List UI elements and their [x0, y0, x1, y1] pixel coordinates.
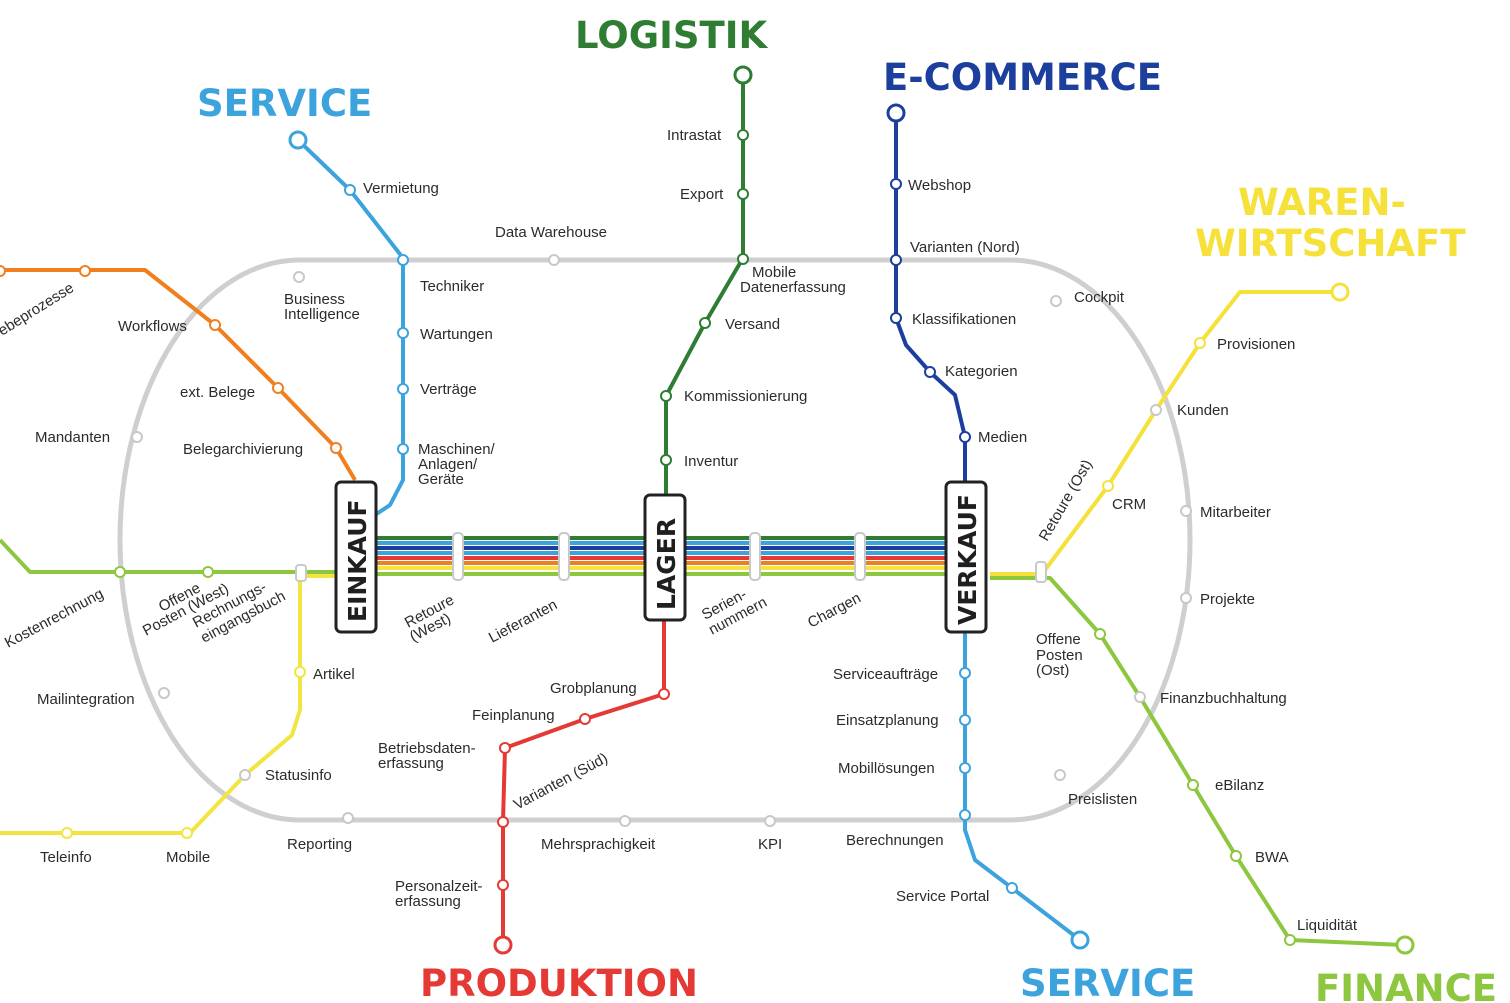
station-label: erfassung — [395, 893, 461, 910]
trunk-lines — [300, 536, 950, 578]
station-label: Anlagen/ — [418, 456, 478, 473]
ecommerce-line — [894, 113, 967, 485]
title-finance: FINANCE — [1315, 967, 1497, 1003]
station-label: Workflows — [118, 318, 187, 335]
station-label: ext. Belege — [180, 384, 255, 401]
station-label: eBilanz — [1215, 777, 1264, 794]
station-label: Inventur — [684, 453, 738, 470]
station-label: Intrastat — [667, 127, 722, 144]
station-label: Grobplanung — [550, 680, 637, 697]
station-label: Betriebsdaten- — [378, 740, 476, 757]
station-label: Vermietung — [363, 180, 439, 197]
terminus-service-bottom — [1070, 930, 1090, 950]
station-label: Statusinfo — [265, 767, 332, 784]
station-label: Mobillösungen — [838, 760, 935, 777]
termini — [288, 65, 1415, 955]
terminus-warenwirtschaft — [1330, 282, 1350, 302]
station-dots — [0, 129, 1296, 946]
title-service-top: SERVICE — [197, 82, 372, 125]
station-label: Wartungen — [420, 326, 493, 343]
finance-line-east — [990, 576, 1406, 947]
station-label: Klassifikationen — [912, 311, 1016, 328]
station-label: Liquidität — [1297, 917, 1358, 934]
station-label: BWA — [1255, 849, 1289, 866]
hub-lager: LAGER — [643, 493, 687, 622]
station-label: erfassung — [378, 755, 444, 772]
station-label: Serviceaufträge — [833, 666, 938, 683]
title-logistik: LOGISTIK — [575, 14, 769, 57]
ring-line — [117, 257, 1193, 823]
finance-line-west — [0, 538, 300, 574]
terminus-logistik — [733, 65, 753, 85]
title-warenwirtschaft-1: WAREN- — [1238, 181, 1406, 224]
station-label: Data Warehouse — [495, 224, 607, 241]
terminus-produktion — [493, 935, 513, 955]
station-label: Teleinfo — [40, 849, 92, 866]
station-label: Projekte — [1200, 591, 1255, 608]
station-label: Geräte — [418, 471, 464, 488]
station-label: Intelligence — [284, 306, 360, 323]
terminus-finance — [1395, 935, 1415, 955]
station-label: Mobile — [752, 264, 796, 281]
station-label: Provisionen — [1217, 336, 1295, 353]
station-label: Verträge — [420, 381, 477, 398]
station-label: Artikel — [313, 666, 355, 683]
station-label: ebeprozesse — [0, 279, 77, 339]
station-label: Medien — [978, 429, 1027, 446]
title-warenwirtschaft-2: WIRTSCHAFT — [1195, 222, 1466, 265]
station-label: Kategorien — [945, 363, 1018, 380]
station-label: Preislisten — [1068, 791, 1137, 808]
station-label: Einsatzplanung — [836, 712, 939, 729]
station-label: Finanzbuchhaltung — [1160, 690, 1287, 707]
station-label: Mobile — [166, 849, 210, 866]
station-label: Varianten (Nord) — [910, 239, 1020, 256]
station-label: Varianten (Süd) — [511, 750, 611, 814]
station-label: Kunden — [1177, 402, 1229, 419]
station-label: Lieferanten — [486, 596, 560, 646]
service-line-top — [296, 138, 405, 517]
orange-line — [0, 268, 357, 482]
station-label: Business — [284, 291, 345, 308]
terminus-service-top — [288, 130, 308, 150]
station-label: (Ost) — [1036, 662, 1069, 679]
station-label: CRM — [1112, 496, 1146, 513]
title-service-bottom: SERVICE — [1020, 962, 1195, 1003]
station-label: Versand — [725, 316, 780, 333]
hub-einkauf-label: EINKAUF — [343, 499, 372, 622]
station-label: Service Portal — [896, 888, 989, 905]
station-label: Mandanten — [35, 429, 110, 446]
station-label: Kostenrechnung — [2, 585, 106, 651]
terminus-ecommerce — [886, 103, 906, 123]
station-label: Posten — [1036, 647, 1083, 664]
station-label: Cockpit — [1074, 289, 1125, 306]
station-label: Feinplanung — [472, 707, 555, 724]
produktion-line — [501, 620, 666, 945]
station-label: Webshop — [908, 177, 971, 194]
station-label: Mehrsprachigkeit — [541, 836, 656, 853]
station-label: Personalzeit- — [395, 878, 483, 895]
yellow-line-west — [0, 572, 302, 835]
station-label: Kommissionierung — [684, 388, 807, 405]
station-label: Datenerfassung — [740, 279, 846, 296]
station-label: Reporting — [287, 836, 352, 853]
hub-einkauf: EINKAUF — [334, 480, 378, 634]
station-label: Mitarbeiter — [1200, 504, 1271, 521]
station-label: Chargen — [805, 590, 864, 632]
station-label: Berechnungen — [846, 832, 944, 849]
station-label: Maschinen/ — [418, 441, 496, 458]
station-label: KPI — [758, 836, 782, 853]
hub-verkauf: VERKAUF — [944, 480, 988, 634]
station-label: Mailintegration — [37, 691, 135, 708]
station-label: Belegarchivierung — [183, 441, 303, 458]
hub-lager-label: LAGER — [652, 518, 681, 610]
station-label: Techniker — [420, 278, 484, 295]
station-label: Retoure (Ost) — [1036, 457, 1096, 544]
station-label: Offene — [1036, 631, 1081, 648]
title-ecommerce: E-COMMERCE — [883, 56, 1162, 99]
trunk-interchanges — [295, 532, 1047, 583]
hub-verkauf-label: VERKAUF — [953, 494, 982, 625]
station-label: Export — [680, 186, 724, 203]
title-produktion: PRODUKTION — [420, 962, 698, 1003]
